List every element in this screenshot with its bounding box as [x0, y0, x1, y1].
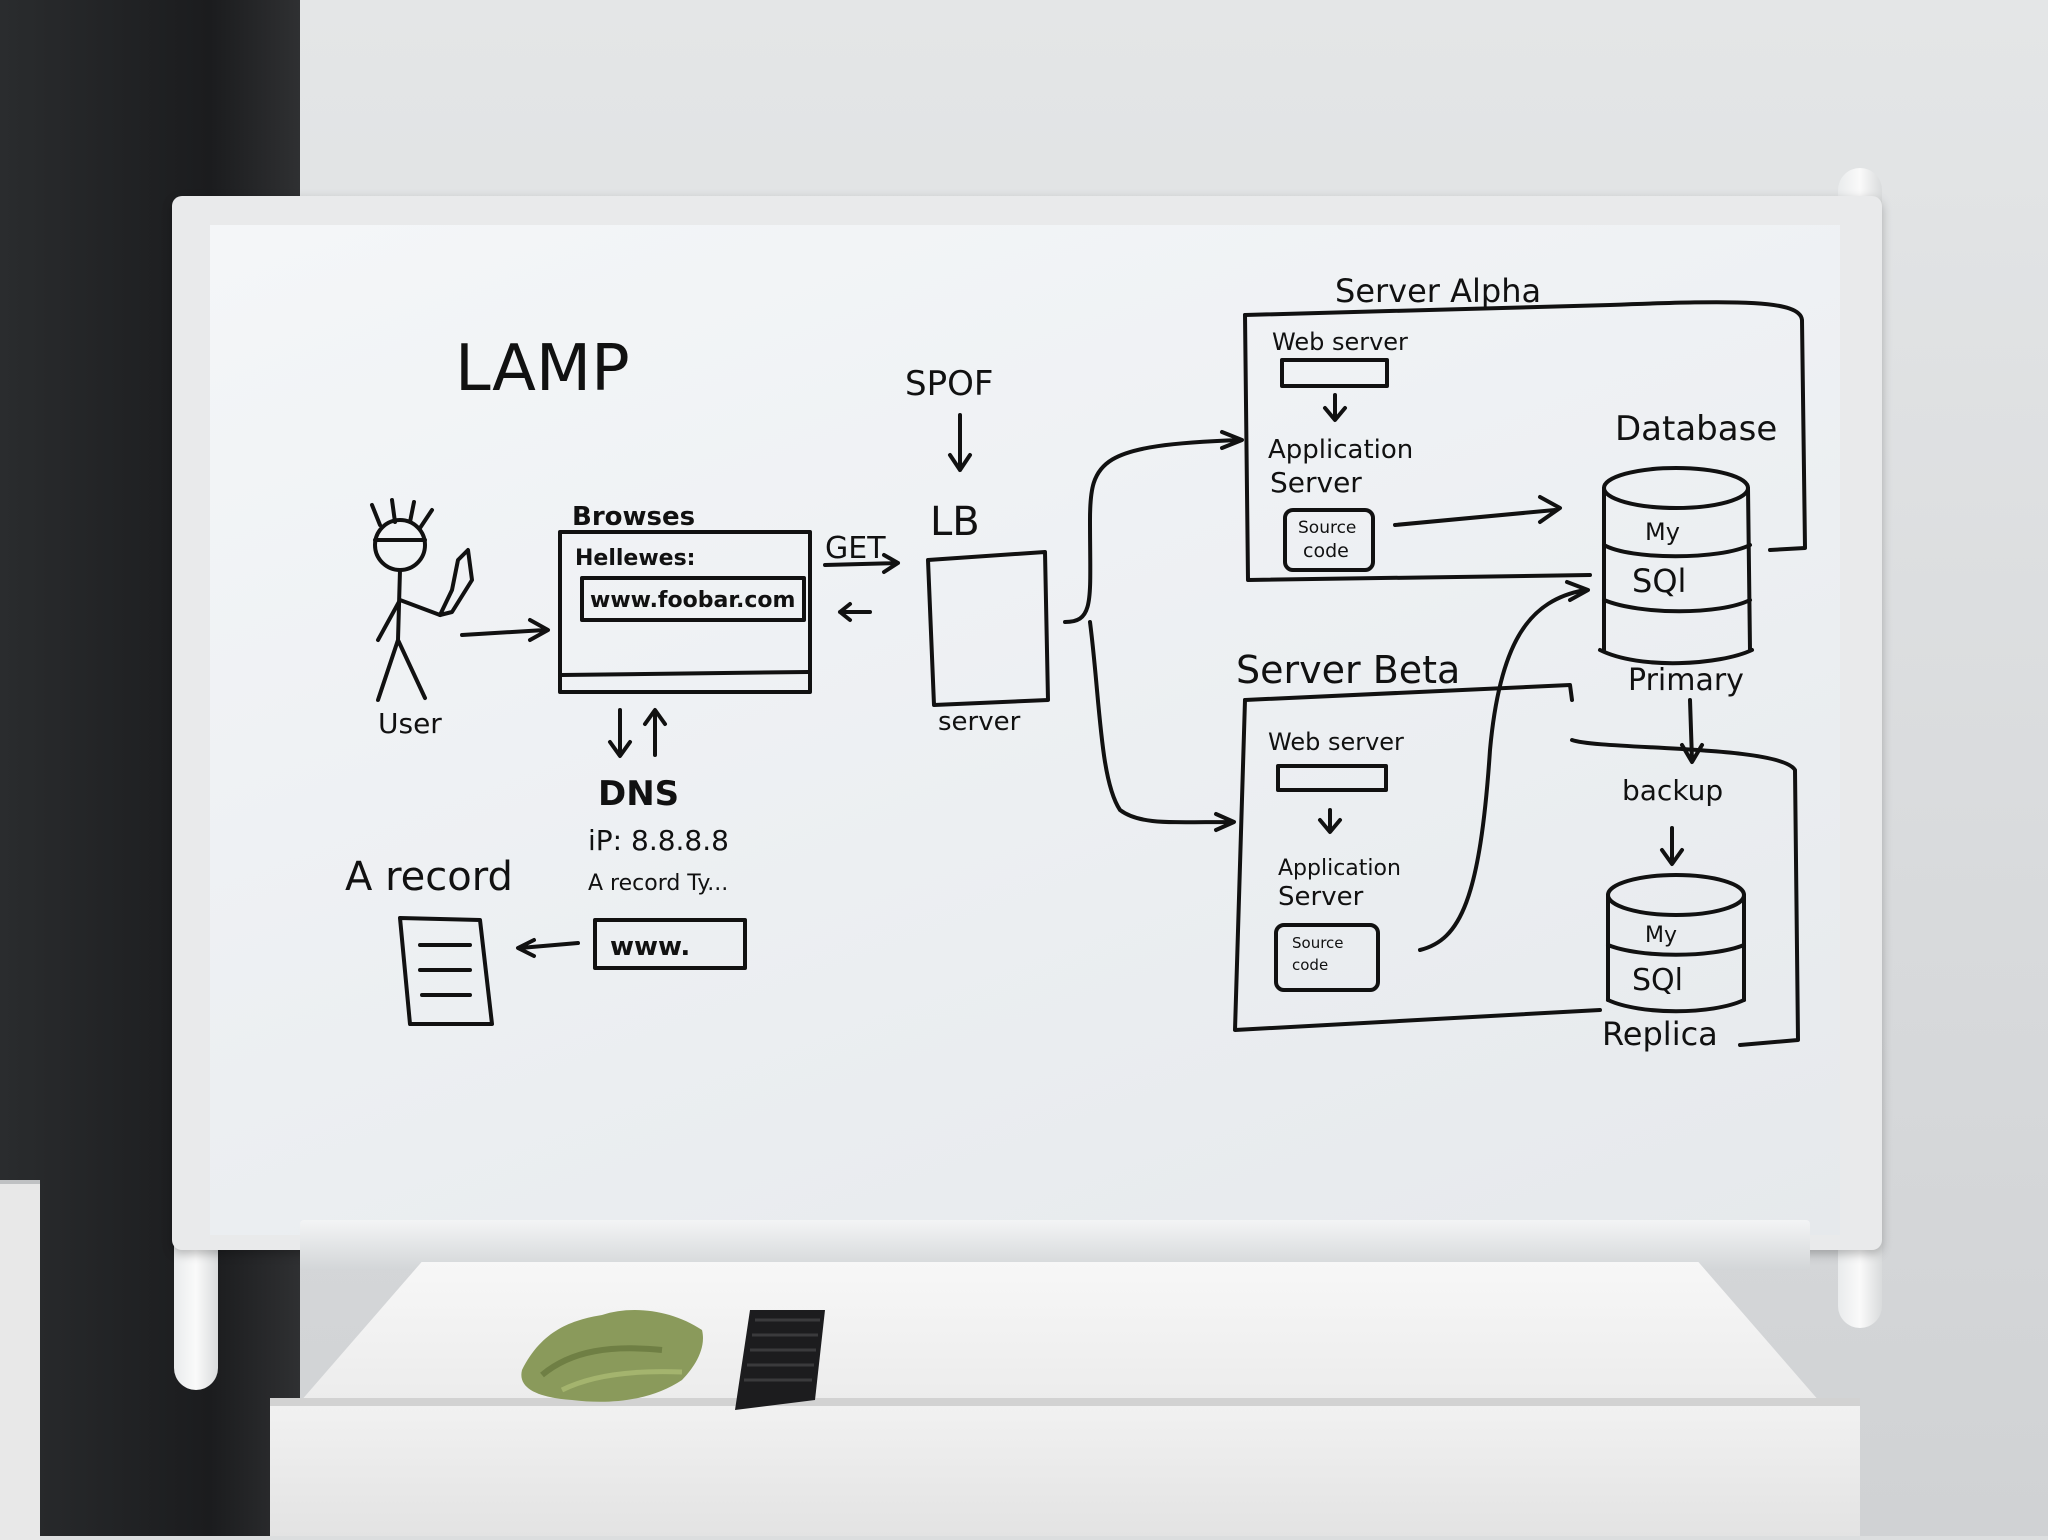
- alpha-source-line1: Source: [1298, 518, 1356, 538]
- replica-db-line1: My: [1645, 923, 1677, 948]
- alpha-source-box: [1283, 508, 1375, 572]
- replica-caption: Replica: [1602, 1015, 1718, 1053]
- server-beta-top: [1243, 683, 1800, 1047]
- alpha-app-line2: Server: [1270, 466, 1362, 499]
- database-label: Database: [1615, 409, 1777, 449]
- dns-up-arrow: [643, 708, 667, 757]
- dns-to-record-arrow: [516, 938, 580, 958]
- title-lamp: LAMP: [455, 332, 630, 406]
- dns-down-arrow: [608, 708, 632, 758]
- beta-app-line1: Application: [1278, 856, 1401, 881]
- whiteboard-surface: [210, 225, 1840, 1235]
- server-beta-label: Server Beta: [1236, 648, 1460, 692]
- replica-db-line2: SQl: [1632, 963, 1683, 998]
- beta-to-db-arrow: [1418, 580, 1590, 952]
- beta-source-box: [1274, 923, 1380, 992]
- beta-app-line2: Server: [1278, 882, 1364, 912]
- browser-url: www.foobar.com: [590, 588, 795, 613]
- alpha-to-db-arrow: [1393, 495, 1562, 527]
- database-icon: [1598, 466, 1754, 666]
- browser-greeting: Hellewes:: [575, 546, 695, 571]
- lb-box: [926, 550, 1050, 707]
- lb-caption: server: [938, 707, 1021, 737]
- alpha-app-line1: Application: [1268, 435, 1413, 465]
- backup-label: backup: [1622, 774, 1723, 807]
- user-to-browser-arrow: [460, 618, 550, 642]
- left-cabinet: [0, 1180, 40, 1540]
- user-label: User: [378, 707, 442, 740]
- server-alpha-label: Server Alpha: [1335, 272, 1541, 310]
- stick-figure-icon: [370, 498, 474, 702]
- browser-window: [558, 530, 812, 694]
- primary-db-line1: My: [1645, 518, 1680, 546]
- primary-caption: Primary: [1628, 663, 1744, 698]
- lb-to-beta-arrow: [1088, 620, 1236, 832]
- a-record-label: A record: [345, 854, 513, 900]
- spof-label: SPOF: [905, 364, 993, 404]
- desk-edge: [270, 1398, 1860, 1406]
- spof-arrow: [948, 413, 972, 472]
- browser-label: Browses: [572, 502, 695, 532]
- url-bar: [580, 576, 806, 622]
- replica-database-icon: [1606, 873, 1746, 1014]
- get-label: GET: [825, 531, 886, 566]
- eraser: [735, 1310, 825, 1410]
- beta-source-line1: Source: [1292, 934, 1344, 952]
- alpha-web-server: Web server: [1272, 328, 1408, 356]
- server-alpha-box: [1243, 313, 1592, 582]
- backup-arrow: [1660, 826, 1684, 866]
- dns-ip: iP: 8.8.8.8: [588, 824, 729, 857]
- beta-web-server: Web server: [1268, 728, 1404, 756]
- lb-label: LB: [930, 499, 980, 545]
- get-arrow: [823, 553, 900, 574]
- alpha-source-line2: code: [1303, 540, 1349, 562]
- response-arrow: [838, 602, 872, 622]
- dns-label: DNS: [598, 774, 679, 814]
- alpha-web-server-bar: [1280, 358, 1389, 388]
- dns-www-box: [593, 918, 747, 970]
- primary-db-line2: SQl: [1632, 562, 1686, 600]
- document-icon: [398, 916, 494, 1026]
- marker-tray: [300, 1220, 1810, 1270]
- desk-front: [270, 1398, 1860, 1536]
- server-alpha-top: [1243, 300, 1807, 552]
- beta-web-server-bar: [1276, 764, 1388, 792]
- backup-arrow-top: [1680, 698, 1704, 764]
- beta-source-line2: code: [1292, 956, 1328, 974]
- dns-record-type: A record Ty...: [588, 871, 728, 896]
- dns-www: www.: [610, 932, 690, 962]
- lb-to-alpha-arrow: [1063, 430, 1244, 624]
- server-beta-box: [1233, 698, 1602, 1032]
- cleaning-cloth: [521, 1310, 703, 1402]
